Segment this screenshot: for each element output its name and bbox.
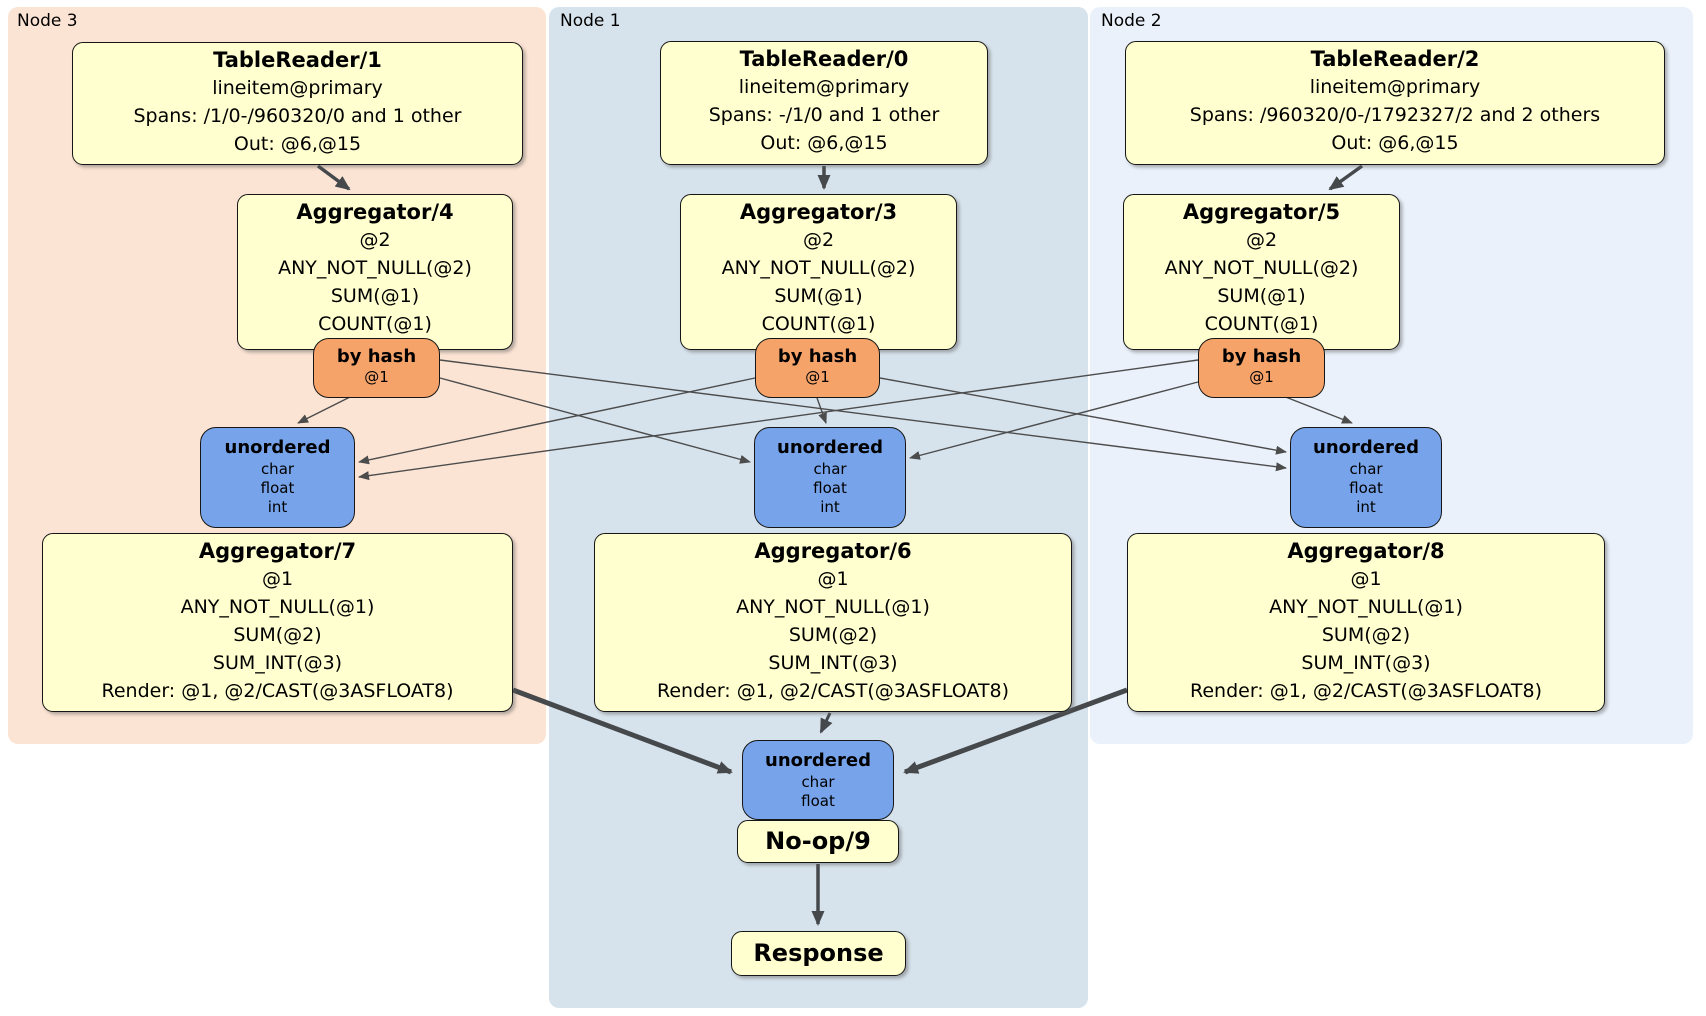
aggregator-3-fn2: SUM(@1) xyxy=(774,285,863,307)
aggregator-6-fn3: SUM_INT(@3) xyxy=(768,652,898,674)
aggregator-4-fn1: ANY_NOT_NULL(@2) xyxy=(278,257,472,279)
tablereader-1-box: TableReader/1 lineitem@primary Spans: /1… xyxy=(72,42,523,165)
aggregator-5-fn1: ANY_NOT_NULL(@2) xyxy=(1164,257,1359,279)
sync-col-float: float xyxy=(260,479,295,497)
unordered-sync-node1: unordered char float int xyxy=(754,427,906,528)
sync-col-char: char xyxy=(260,460,295,478)
aggregator-3-box: Aggregator/3 @2 ANY_NOT_NULL(@2) SUM(@1)… xyxy=(680,194,957,350)
tablereader-0-title: TableReader/0 xyxy=(739,47,909,71)
tablereader-0-out: Out: @6,@15 xyxy=(760,132,888,154)
aggregator-4-fn3: COUNT(@1) xyxy=(318,313,432,335)
hash-router-node3-title: by hash xyxy=(336,346,417,367)
hash-router-node2-title: by hash xyxy=(1221,346,1302,367)
aggregator-5-title: Aggregator/5 xyxy=(1182,200,1341,224)
hash-router-node2: by hash @1 xyxy=(1198,338,1325,398)
aggregator-8-fn3: SUM_INT(@3) xyxy=(1301,652,1431,674)
tablereader-2-spans: Spans: /960320/0-/1792327/2 and 2 others xyxy=(1189,104,1601,126)
aggregator-7-fn3: SUM_INT(@3) xyxy=(212,652,343,674)
aggregator-8-fn1: ANY_NOT_NULL(@1) xyxy=(1269,596,1463,618)
aggregator-5-box: Aggregator/5 @2 ANY_NOT_NULL(@2) SUM(@1)… xyxy=(1123,194,1400,350)
hash-router-node3-cols: @1 xyxy=(364,368,389,386)
aggregator-5-fn2: SUM(@1) xyxy=(1217,285,1306,307)
unordered-sync-final: unordered char float xyxy=(742,740,894,820)
sync-col-char: char xyxy=(1349,460,1383,478)
sync-col-char: char xyxy=(813,460,847,478)
aggregator-3-title: Aggregator/3 xyxy=(739,200,898,224)
aggregator-6-fn1: ANY_NOT_NULL(@1) xyxy=(736,596,930,618)
sync-col-int: int xyxy=(820,498,840,516)
unordered-sync-node2-title: unordered xyxy=(1313,437,1419,458)
node-3-label: Node 3 xyxy=(17,11,78,31)
aggregator-4-box: Aggregator/4 @2 ANY_NOT_NULL(@2) SUM(@1)… xyxy=(237,194,513,350)
response-title: Response xyxy=(753,939,884,967)
aggregator-6-box: Aggregator/6 @1 ANY_NOT_NULL(@1) SUM(@2)… xyxy=(594,533,1072,712)
tablereader-2-title: TableReader/2 xyxy=(1310,47,1480,71)
tablereader-0-spans: Spans: -/1/0 and 1 other xyxy=(708,104,940,126)
aggregator-7-fn1: ANY_NOT_NULL(@1) xyxy=(180,596,375,618)
tablereader-2-box: TableReader/2 lineitem@primary Spans: /9… xyxy=(1125,41,1665,165)
aggregator-4-group: @2 xyxy=(359,229,391,251)
aggregator-8-group: @1 xyxy=(1350,568,1382,590)
aggregator-8-box: Aggregator/8 @1 ANY_NOT_NULL(@1) SUM(@2)… xyxy=(1127,533,1605,712)
hash-router-node1-title: by hash xyxy=(777,346,858,367)
tablereader-2-out: Out: @6,@15 xyxy=(1331,132,1459,154)
response-box: Response xyxy=(731,931,906,976)
tablereader-0-box: TableReader/0 lineitem@primary Spans: -/… xyxy=(660,41,988,165)
hash-router-node1: by hash @1 xyxy=(755,338,880,398)
unordered-sync-final-title: unordered xyxy=(765,750,871,771)
hash-router-node2-cols: @1 xyxy=(1249,368,1274,386)
noop-box: No-op/9 xyxy=(737,820,899,863)
sync-col-int: int xyxy=(267,498,288,516)
hash-router-node3: by hash @1 xyxy=(313,338,440,398)
sync-col-char: char xyxy=(801,773,835,791)
tablereader-0-index: lineitem@primary xyxy=(738,76,910,98)
tablereader-1-spans: Spans: /1/0-/960320/0 and 1 other xyxy=(133,105,462,127)
aggregator-6-title: Aggregator/6 xyxy=(754,539,912,563)
aggregator-5-group: @2 xyxy=(1245,229,1278,251)
aggregator-7-box: Aggregator/7 @1 ANY_NOT_NULL(@1) SUM(@2)… xyxy=(42,533,513,712)
sync-col-float: float xyxy=(1349,479,1383,497)
aggregator-7-fn2: SUM(@2) xyxy=(233,624,322,646)
aggregator-8-title: Aggregator/8 xyxy=(1287,539,1445,563)
node-1-label: Node 1 xyxy=(560,11,621,31)
aggregator-6-group: @1 xyxy=(817,568,849,590)
aggregator-4-title: Aggregator/4 xyxy=(296,200,454,224)
aggregator-5-fn3: COUNT(@1) xyxy=(1204,313,1319,335)
node-2-label: Node 2 xyxy=(1101,11,1162,31)
aggregator-6-render: Render: @1, @2/CAST(@3ASFLOAT8) xyxy=(657,680,1009,702)
aggregator-3-fn3: COUNT(@1) xyxy=(761,313,876,335)
aggregator-7-render: Render: @1, @2/CAST(@3ASFLOAT8) xyxy=(101,680,454,702)
hash-router-node1-cols: @1 xyxy=(805,368,830,386)
aggregator-4-fn2: SUM(@1) xyxy=(330,285,420,307)
sync-col-float: float xyxy=(813,479,847,497)
aggregator-8-fn2: SUM(@2) xyxy=(1321,624,1411,646)
tablereader-2-index: lineitem@primary xyxy=(1309,76,1481,98)
tablereader-1-index: lineitem@primary xyxy=(212,77,383,99)
unordered-sync-node3-title: unordered xyxy=(224,437,331,458)
unordered-sync-node3: unordered char float int xyxy=(200,427,355,528)
unordered-sync-node2: unordered char float int xyxy=(1290,427,1442,528)
aggregator-3-group: @2 xyxy=(802,229,835,251)
aggregator-7-group: @1 xyxy=(261,568,294,590)
aggregator-3-fn1: ANY_NOT_NULL(@2) xyxy=(721,257,916,279)
unordered-sync-node1-title: unordered xyxy=(777,437,883,458)
sync-col-float: float xyxy=(801,792,835,810)
tablereader-1-out: Out: @6,@15 xyxy=(233,133,362,155)
tablereader-1-title: TableReader/1 xyxy=(213,48,382,72)
aggregator-6-fn2: SUM(@2) xyxy=(788,624,878,646)
aggregator-7-title: Aggregator/7 xyxy=(198,539,357,563)
sync-col-int: int xyxy=(1356,498,1376,516)
aggregator-8-render: Render: @1, @2/CAST(@3ASFLOAT8) xyxy=(1190,680,1542,702)
noop-title: No-op/9 xyxy=(765,827,871,855)
